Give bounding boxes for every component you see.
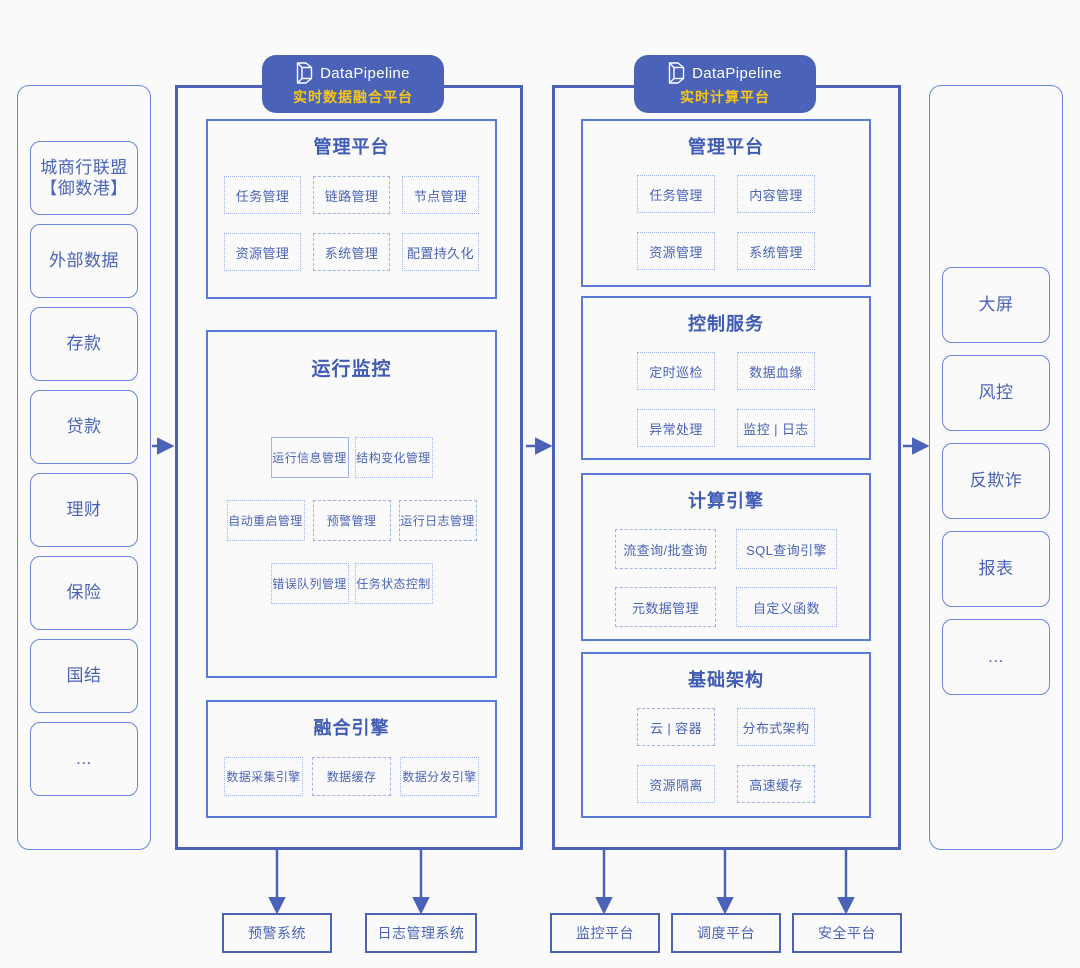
chip-resource-management[interactable]: 资源管理 (637, 232, 715, 270)
chip-row: 资源管理 系统管理 配置持久化 (224, 233, 479, 271)
bottom-box-monitoring-platform[interactable]: 监控平台 (550, 913, 660, 953)
chip-row: 流查询/批查询 SQL查询引擎 (597, 529, 855, 569)
chip-row: 任务管理 链路管理 节点管理 (224, 176, 479, 214)
chip-alert-management[interactable]: 预警管理 (312, 500, 391, 541)
chip-row: 云 | 容器 分布式架构 (597, 708, 855, 746)
badge-realtime-data-fusion: DataPipeline 实时数据融合平台 (262, 55, 444, 113)
sidebar-item-left-5[interactable]: 保险 (30, 556, 138, 630)
sidebar-item-left-7[interactable]: ... (30, 722, 138, 796)
sidebar-item-right-4[interactable]: ... (942, 619, 1050, 695)
bottom-box-log-management-system[interactable]: 日志管理系统 (365, 913, 477, 953)
chip-system-management[interactable]: 系统管理 (313, 233, 390, 271)
chip-node-management[interactable]: 节点管理 (402, 176, 479, 214)
chip-row: 异常处理 监控 | 日志 (597, 409, 855, 447)
chip-sql-query-engine[interactable]: SQL查询引擎 (736, 529, 837, 569)
section-c1-management-platform: 管理平台 任务管理 链路管理 节点管理 资源管理 系统管理 配置持久化 (206, 119, 497, 299)
chip-row: 定时巡检 数据血缘 (597, 352, 855, 390)
badge-brand-row: DataPipeline (296, 61, 410, 85)
chip-resource-management[interactable]: 资源管理 (224, 233, 301, 271)
bottom-box-scheduling-platform[interactable]: 调度平台 (671, 913, 781, 953)
chip-auto-restart-management[interactable]: 自动重启管理 (226, 500, 305, 541)
right-sidebar: 大屏 风控 反欺诈 报表 ... (929, 85, 1063, 850)
badge-realtime-compute: DataPipeline 实时计算平台 (634, 55, 816, 113)
datapipeline-logo-icon (668, 62, 685, 84)
chip-error-queue-management[interactable]: 错误队列管理 (270, 563, 349, 604)
chip-scheduled-inspection[interactable]: 定时巡检 (637, 352, 715, 390)
chip-data-cache[interactable]: 数据缓存 (312, 757, 391, 796)
chip-stream-batch-query[interactable]: 流查询/批查询 (615, 529, 716, 569)
chip-system-management[interactable]: 系统管理 (737, 232, 815, 270)
section-title: 控制服务 (688, 314, 764, 334)
badge-subtitle-label: 实时计算平台 (680, 89, 770, 105)
sidebar-item-right-2[interactable]: 反欺诈 (942, 443, 1050, 519)
sidebar-item-right-1[interactable]: 风控 (942, 355, 1050, 431)
sidebar-item-right-3[interactable]: 报表 (942, 531, 1050, 607)
datapipeline-logo-icon (296, 62, 313, 84)
section-title: 基础架构 (688, 670, 764, 690)
chip-row: 自动重启管理 预警管理 运行日志管理 (222, 500, 481, 541)
section-title: 运行监控 (311, 359, 392, 380)
sidebar-item-left-6[interactable]: 国结 (30, 639, 138, 713)
chip-row: 元数据管理 自定义函数 (597, 587, 855, 627)
chip-row: 运行信息管理 结构变化管理 (222, 437, 481, 478)
section-c1-fusion-engine: 融合引擎 数据采集引擎 数据缓存 数据分发引擎 (206, 700, 497, 818)
bottom-box-security-platform[interactable]: 安全平台 (792, 913, 902, 953)
chip-monitor-log[interactable]: 监控 | 日志 (737, 409, 815, 447)
chip-data-distribution-engine[interactable]: 数据分发引擎 (400, 757, 479, 796)
badge-subtitle-label: 实时数据融合平台 (293, 89, 413, 105)
sidebar-item-left-2[interactable]: 存款 (30, 307, 138, 381)
left-sidebar: 城商行联盟 【御数港】 外部数据 存款 贷款 理财 保险 国结 ... (17, 85, 151, 850)
badge-brand-label: DataPipeline (320, 64, 410, 82)
sidebar-item-right-0[interactable]: 大屏 (942, 267, 1050, 343)
section-title: 管理平台 (313, 137, 390, 157)
chip-runtime-log-management[interactable]: 运行日志管理 (398, 500, 477, 541)
chip-config-persistence[interactable]: 配置持久化 (402, 233, 479, 271)
section-c1-runtime-monitoring: 运行监控 运行信息管理 结构变化管理 自动重启管理 预警管理 运行日志管理 错误… (206, 330, 497, 678)
chip-row: 数据采集引擎 数据缓存 数据分发引擎 (222, 757, 481, 796)
bottom-box-alert-system[interactable]: 预警系统 (222, 913, 332, 953)
section-c2-infrastructure: 基础架构 云 | 容器 分布式架构 资源隔离 高速缓存 (581, 652, 871, 818)
sidebar-item-left-4[interactable]: 理财 (30, 473, 138, 547)
section-c2-control-service: 控制服务 定时巡检 数据血缘 异常处理 监控 | 日志 (581, 296, 871, 460)
badge-brand-row: DataPipeline (668, 61, 782, 85)
section-title: 计算引擎 (688, 491, 764, 511)
chip-task-management[interactable]: 任务管理 (224, 176, 301, 214)
chip-row: 资源管理 系统管理 (597, 232, 855, 270)
chip-resource-isolation[interactable]: 资源隔离 (637, 765, 715, 803)
chip-exception-handling[interactable]: 异常处理 (637, 409, 715, 447)
section-c2-compute-engine: 计算引擎 流查询/批查询 SQL查询引擎 元数据管理 自定义函数 (581, 473, 871, 641)
chip-metadata-management[interactable]: 元数据管理 (615, 587, 716, 627)
chip-data-lineage[interactable]: 数据血缘 (737, 352, 815, 390)
chip-high-speed-cache[interactable]: 高速缓存 (737, 765, 815, 803)
chip-row: 资源隔离 高速缓存 (597, 765, 855, 803)
badge-brand-label: DataPipeline (692, 64, 782, 82)
chip-row: 错误队列管理 任务状态控制 (222, 563, 481, 604)
chip-task-management[interactable]: 任务管理 (637, 175, 715, 213)
chip-structure-change-management[interactable]: 结构变化管理 (354, 437, 433, 478)
chip-distributed-architecture[interactable]: 分布式架构 (737, 708, 815, 746)
chip-runtime-info-management[interactable]: 运行信息管理 (270, 437, 349, 478)
section-c2-management-platform: 管理平台 任务管理 内容管理 资源管理 系统管理 (581, 119, 871, 287)
sidebar-item-left-0[interactable]: 城商行联盟 【御数港】 (30, 141, 138, 215)
sidebar-item-left-1[interactable]: 外部数据 (30, 224, 138, 298)
section-title: 管理平台 (688, 137, 764, 157)
chip-data-collection-engine[interactable]: 数据采集引擎 (224, 757, 303, 796)
chip-task-state-control[interactable]: 任务状态控制 (354, 563, 433, 604)
chip-custom-function[interactable]: 自定义函数 (736, 587, 837, 627)
chip-cloud-container[interactable]: 云 | 容器 (637, 708, 715, 746)
section-title: 融合引擎 (313, 718, 390, 738)
chip-link-management[interactable]: 链路管理 (313, 176, 390, 214)
chip-row: 任务管理 内容管理 (597, 175, 855, 213)
sidebar-item-left-3[interactable]: 贷款 (30, 390, 138, 464)
chip-content-management[interactable]: 内容管理 (737, 175, 815, 213)
